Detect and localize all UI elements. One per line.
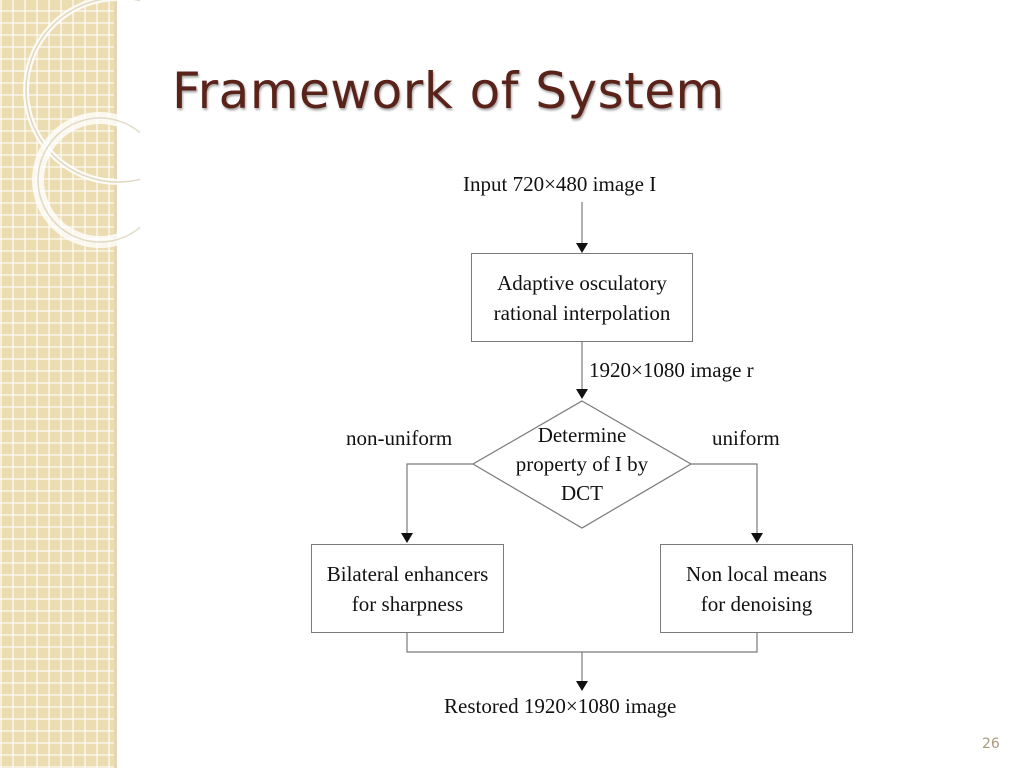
interpolation-box: Adaptive osculatory rational interpolati… [471,253,693,342]
nlm-box-line1: Non local means [685,561,828,586]
decorative-rings [23,0,140,248]
sidebar-edge [114,0,117,768]
decision-line2: property of I by [515,452,649,476]
nlm-box-line2: for denoising [700,591,813,616]
non-local-means-box: Non local means for denoising [660,544,853,633]
decision-text: Determine property of I by DCT [492,421,672,508]
input-label: Input 720×480 image I [463,172,657,196]
slide-title: Framework of System [172,62,725,120]
interpolation-box-line1: Adaptive osculatory [497,270,667,295]
arrow-decision-to-left [401,463,473,543]
arrow-decision-to-right [691,463,763,543]
page-number: 26 [982,736,1000,752]
bilateral-box-line2: for sharpness [351,591,464,616]
non-uniform-label: non-uniform [346,426,453,450]
interpolation-box-line2: rational interpolation [493,300,671,325]
decision-line1: Determine [537,423,627,447]
decision-diamond [471,400,693,529]
merge-line [406,632,758,653]
intermediate-label: 1920×1080 image r [589,358,754,382]
bilateral-enhancer-box: Bilateral enhancers for sharpness [311,544,504,633]
output-label: Restored 1920×1080 image [444,694,677,718]
bilateral-box-line1: Bilateral enhancers [326,561,489,586]
uniform-label: uniform [712,426,780,450]
decision-line3: DCT [561,481,603,505]
